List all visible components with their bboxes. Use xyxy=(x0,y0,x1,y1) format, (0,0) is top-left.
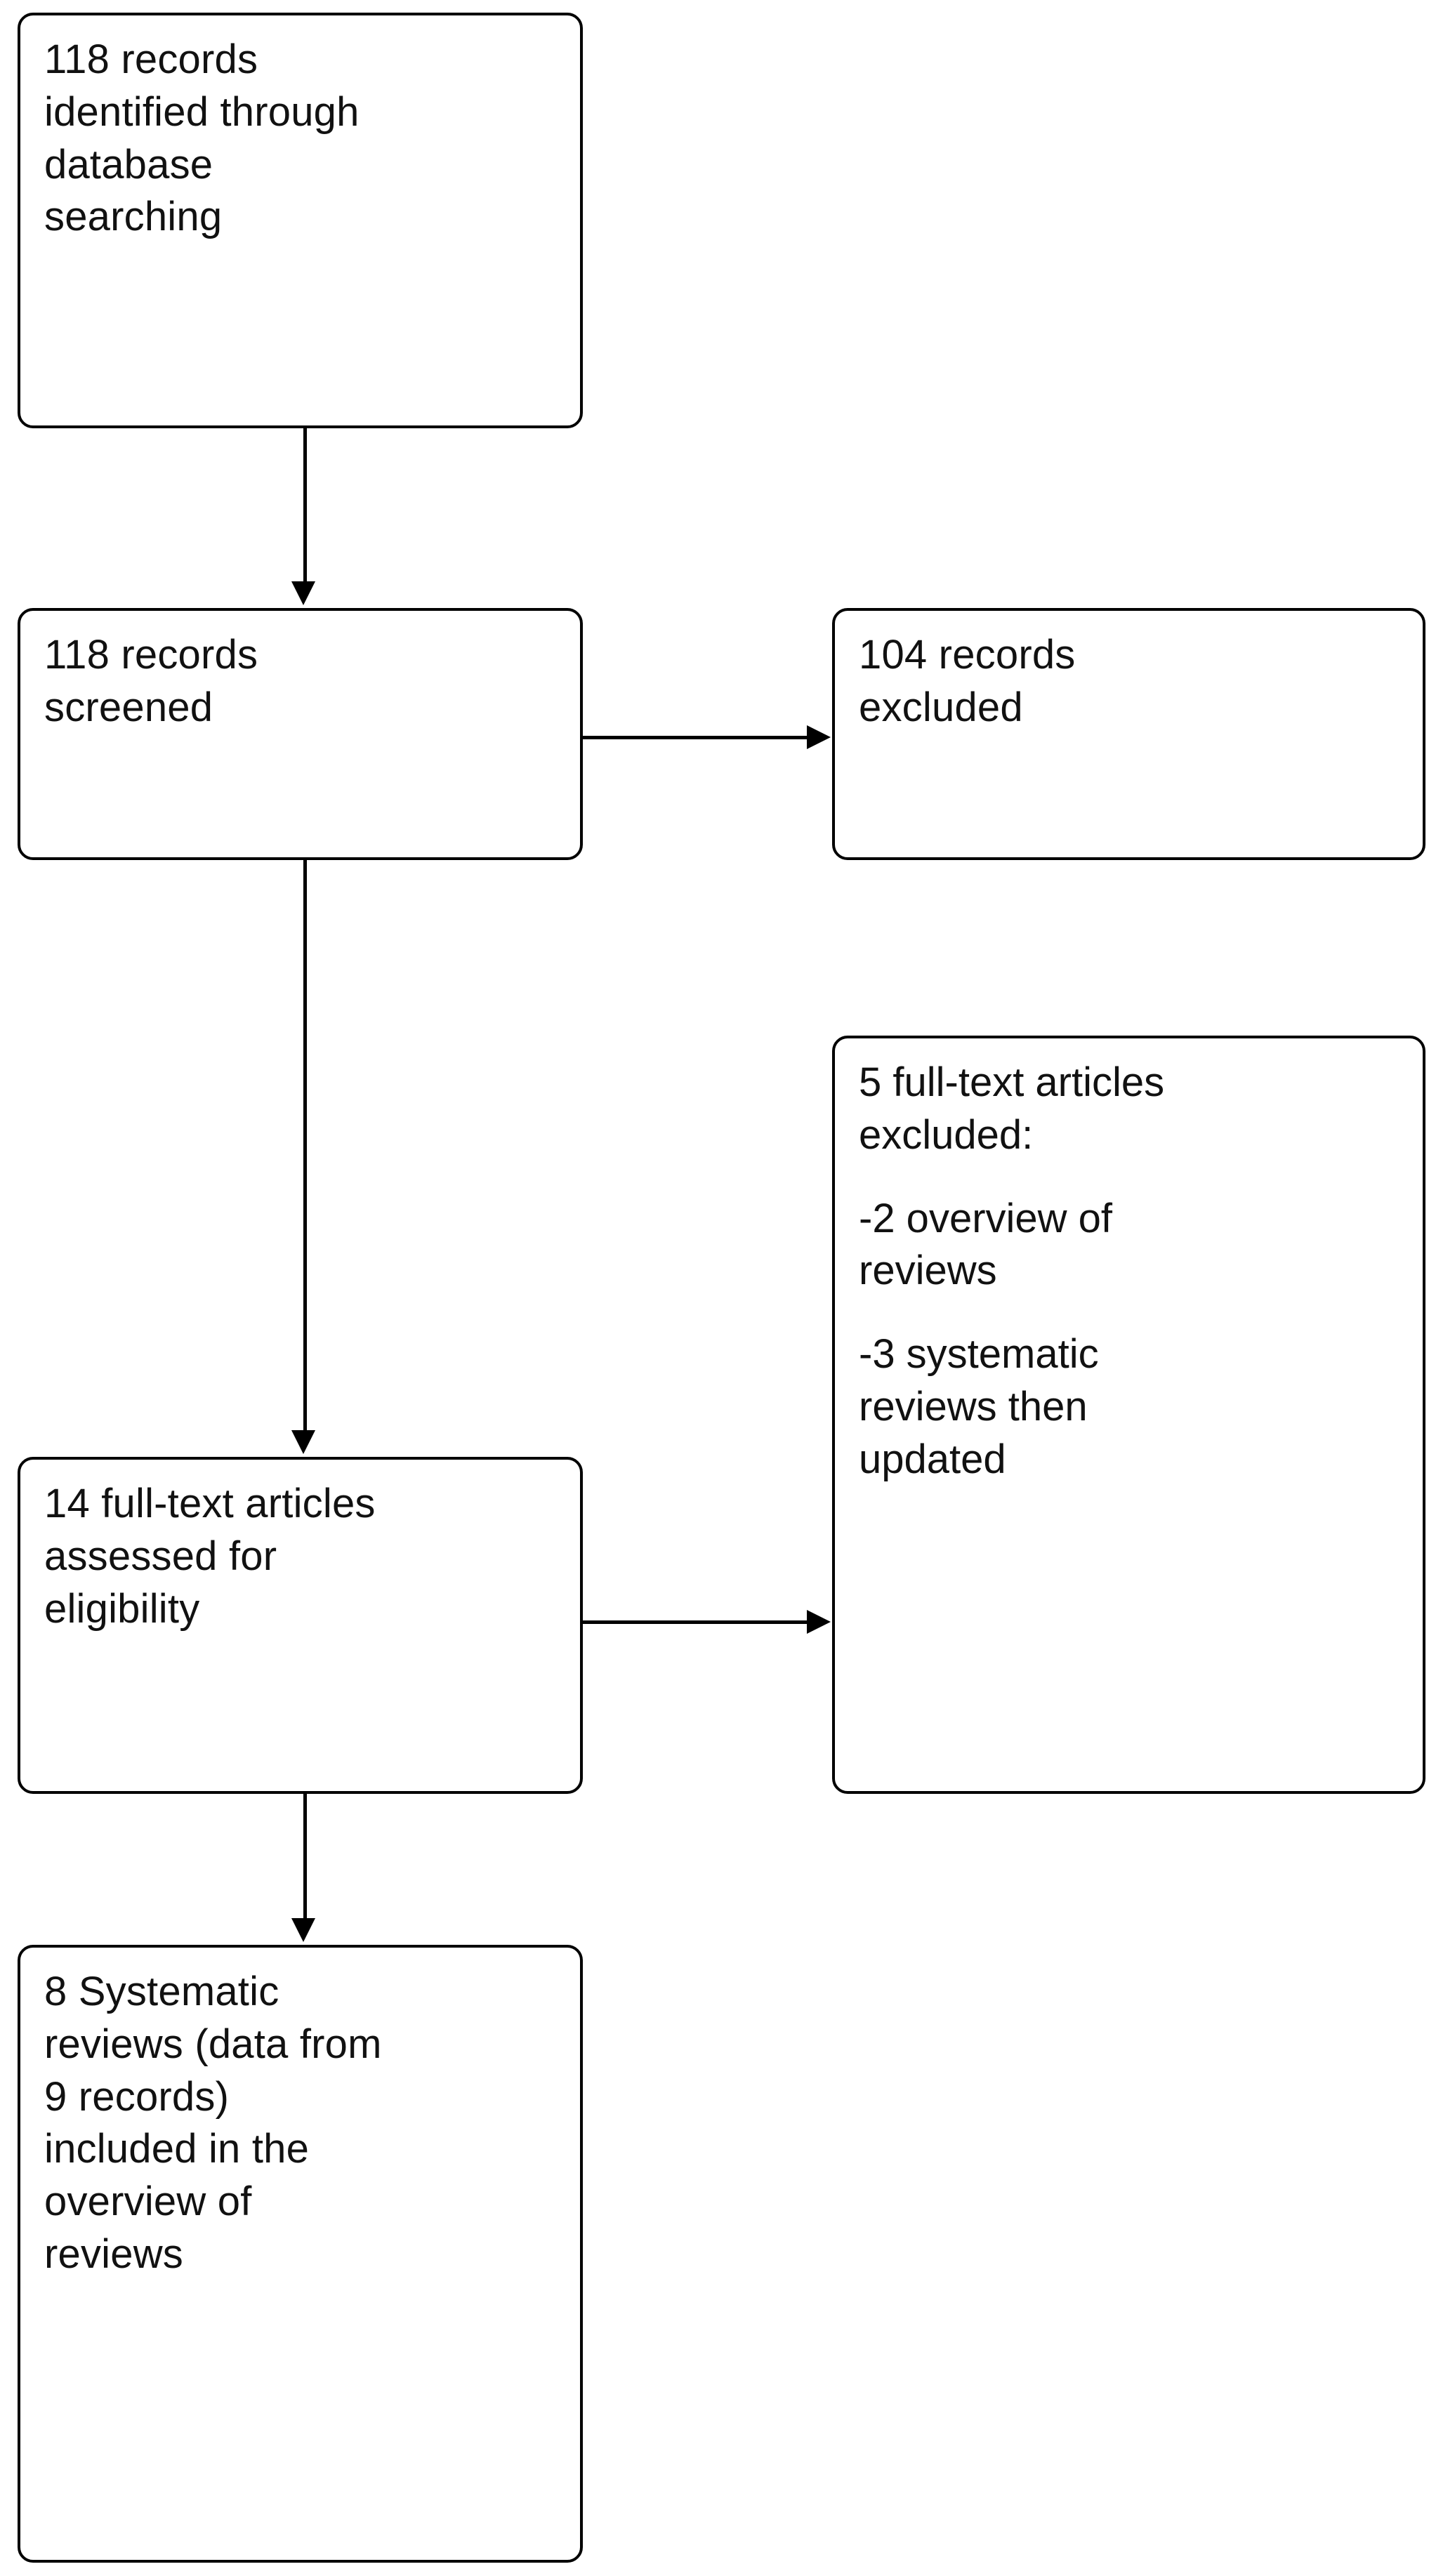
studies-included-box: 8 Systematic reviews (data from 9 record… xyxy=(18,1945,583,2563)
studies-included-label: 8 Systematic reviews (data from 9 record… xyxy=(44,1969,382,2278)
records-excluded-label: 104 records excluded xyxy=(859,632,1076,730)
fulltext-assessed-label: 14 full-text articles assessed for eligi… xyxy=(44,1481,376,1632)
arrowhead-down-icon xyxy=(291,1430,315,1454)
arrowhead-right-icon xyxy=(807,1610,831,1634)
fulltext-excluded-reason-2: -3 systematic reviews then updated xyxy=(859,1331,1099,1482)
records-excluded-box: 104 records excluded xyxy=(832,608,1425,860)
connector-assessed-to-included xyxy=(303,1794,307,1921)
connector-screened-to-excluded xyxy=(583,736,808,739)
records-screened-box: 118 records screened xyxy=(18,608,583,860)
fulltext-excluded-content: 5 full-text articles excluded: -2 overvi… xyxy=(859,1057,1410,1486)
records-identified-box: 118 records identified through database … xyxy=(18,13,583,428)
arrowhead-down-icon xyxy=(291,581,315,605)
fulltext-excluded-reason-1: -2 overview of reviews xyxy=(859,1195,1113,1294)
fulltext-excluded-box: 5 full-text articles excluded: -2 overvi… xyxy=(832,1036,1425,1794)
connector-screened-to-assessed xyxy=(303,860,307,1433)
connector-identified-to-screened xyxy=(303,428,307,584)
records-screened-label: 118 records screened xyxy=(44,632,258,730)
connector-assessed-to-fulltext-excluded xyxy=(583,1620,808,1624)
arrowhead-right-icon xyxy=(807,725,831,749)
fulltext-assessed-box: 14 full-text articles assessed for eligi… xyxy=(18,1457,583,1794)
records-identified-label: 118 records identified through database … xyxy=(44,37,360,240)
arrowhead-down-icon xyxy=(291,1918,315,1942)
fulltext-excluded-heading: 5 full-text articles excluded: xyxy=(859,1059,1165,1158)
